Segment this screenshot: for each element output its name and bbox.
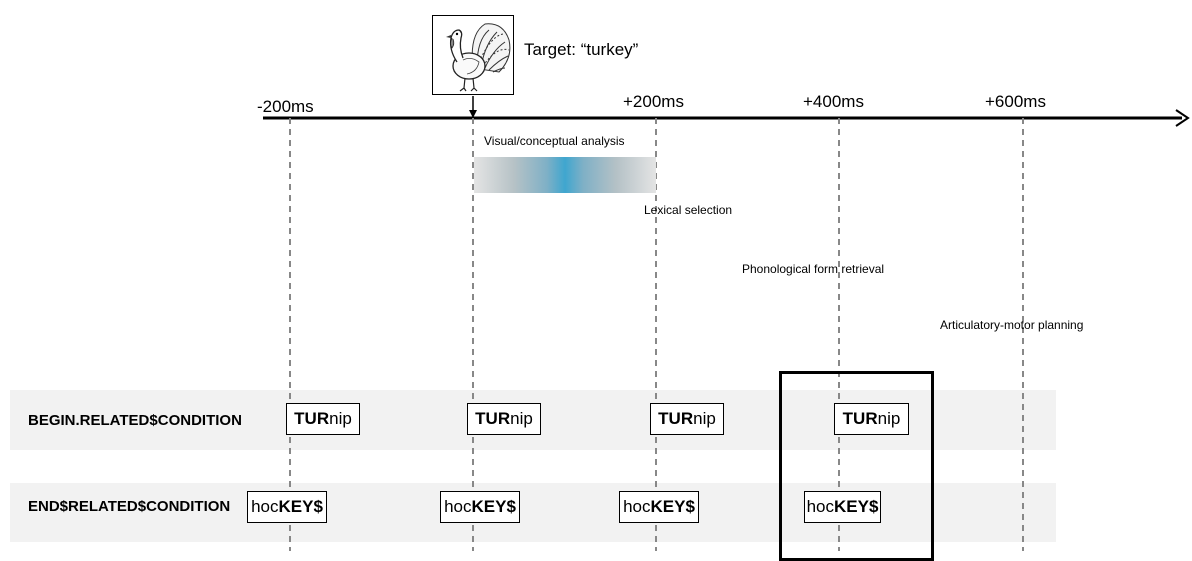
word-plain-part: hoc bbox=[806, 497, 834, 516]
word-bold-part: TUR bbox=[842, 409, 878, 428]
tick-label-plus400: +400ms bbox=[803, 92, 864, 111]
word-bold-part: TUR bbox=[475, 409, 511, 428]
word-plain-part: hoc bbox=[251, 497, 279, 516]
word-bold-part: KEY$ bbox=[834, 497, 879, 516]
end-condition-band bbox=[10, 483, 1056, 542]
word-bold-part: TUR bbox=[658, 409, 694, 428]
process-articulatory-planning: Articulatory-motor planning bbox=[940, 318, 1084, 332]
time-axis-arrowhead bbox=[1175, 109, 1190, 127]
turkey-picture-icon bbox=[432, 15, 514, 95]
target-label: Target: “turkey” bbox=[524, 40, 639, 59]
process-phonological-retrieval: Phonological form retrieval bbox=[742, 262, 885, 276]
process-visual-conceptual: Visual/conceptual analysis bbox=[484, 134, 625, 148]
end-related-condition-label: END$RELATED$CONDITION bbox=[28, 498, 231, 515]
tick-label-plus200: +200ms bbox=[623, 92, 684, 111]
begin-related-condition-label: BEGIN.RELATED$CONDITION bbox=[28, 412, 242, 429]
visual-analysis-bar bbox=[474, 157, 656, 193]
onset-arrowhead bbox=[469, 110, 477, 118]
tick-label-minus200: -200ms bbox=[257, 97, 314, 116]
word-plain-part: nip bbox=[329, 409, 352, 428]
word-plain-part: nip bbox=[510, 409, 533, 428]
word-plain-part: hoc bbox=[623, 497, 651, 516]
word-plain-part: nip bbox=[877, 409, 901, 428]
process-lexical-selection: Lexical selection bbox=[644, 203, 733, 217]
word-bold-part: KEY$ bbox=[471, 497, 516, 516]
word-bold-part: KEY$ bbox=[278, 497, 323, 516]
highlight-frame-400ms bbox=[779, 371, 934, 561]
word-plain-part: nip bbox=[693, 409, 716, 428]
word-bold-part: KEY$ bbox=[650, 497, 695, 516]
word-bold-part: TUR bbox=[294, 409, 330, 428]
word-plain-part: hoc bbox=[444, 497, 472, 516]
tick-label-plus600: +600ms bbox=[985, 92, 1046, 111]
